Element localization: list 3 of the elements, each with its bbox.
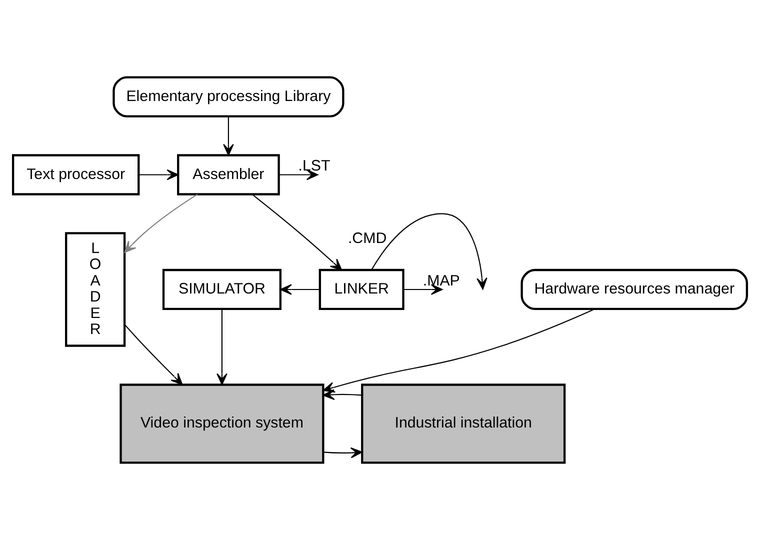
edge-label: .LST — [298, 157, 330, 174]
edge-label: .MAP — [422, 272, 460, 289]
edge-label: .CMD — [348, 230, 387, 247]
